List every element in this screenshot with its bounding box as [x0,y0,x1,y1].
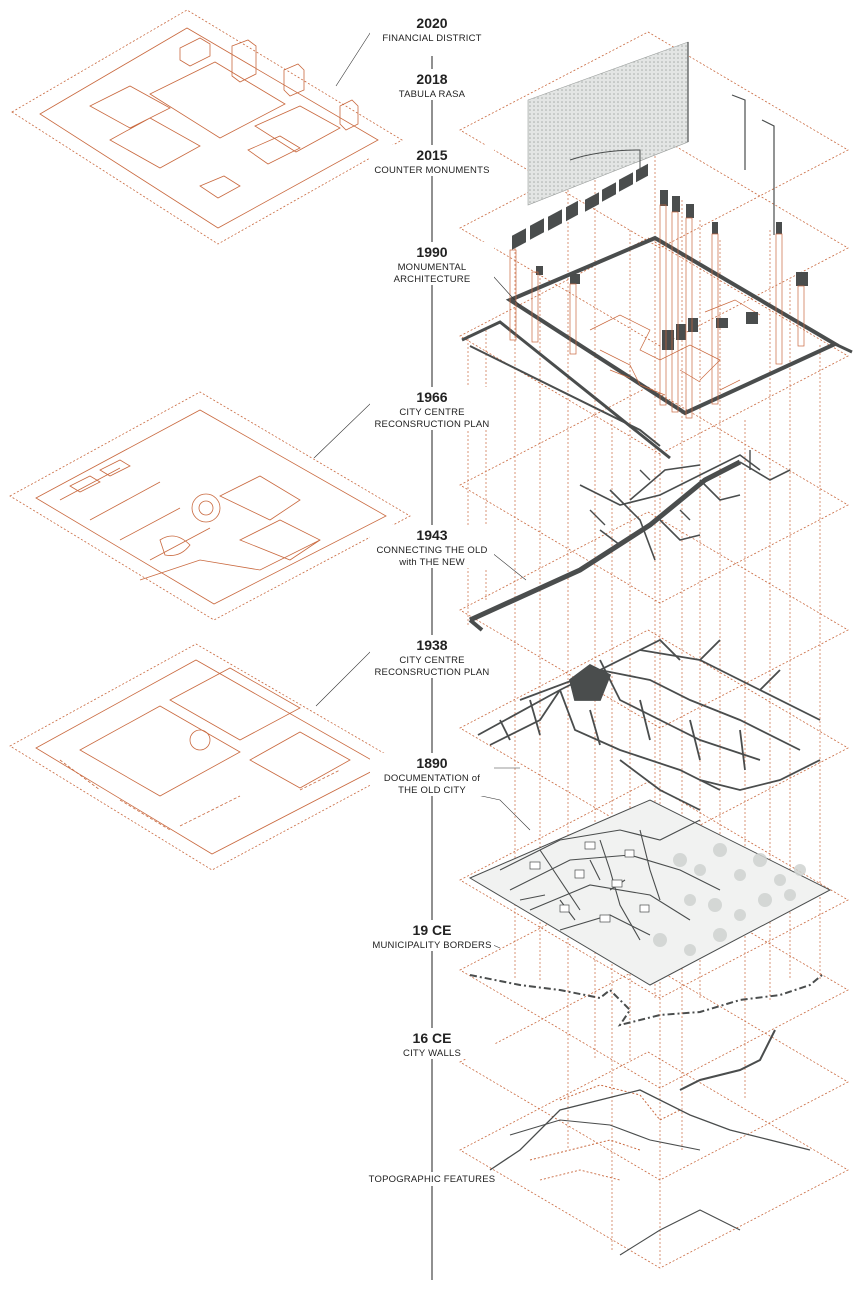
timeline-label-backdrop [370,920,494,951]
layer-plane-topography [459,1051,849,1269]
timeline-year: 1943 [416,527,447,543]
timeline-caption: CONNECTING THE OLD [376,545,487,556]
timeline-caption: FINANCIAL DISTRICT [382,33,481,44]
timeline-year: 2015 [416,147,447,163]
timeline-label-backdrop [370,753,494,796]
timeline-caption: TOPOGRAPHIC FEATURES [369,1174,496,1185]
timeline-label-backdrop [370,525,494,568]
timeline-label-backdrop [370,1028,494,1059]
layer-1943-connecting-streets [468,450,791,632]
timeline-caption: COUNTER MONUMENTS [374,165,489,176]
layer-16ce-city-walls [529,1029,776,1161]
timeline-label-backdrop [370,13,494,44]
timeline-caption: THE OLD CITY [398,785,466,796]
timeline-year: 2018 [416,71,447,87]
layer-plane-1966 [459,386,849,604]
plan-2020-financial-district [11,9,403,245]
layer-2018-tabula-rasa [527,41,775,235]
timeline-label-backdrop [370,387,494,430]
layer-plane-16ce [459,963,849,1181]
layer-2015-counter-monuments [512,163,808,286]
timeline-label-backdrop [370,145,494,176]
timeline-caption: MUNICIPALITY BORDERS [372,940,491,951]
timeline-caption: CITY CENTRE [399,655,464,666]
layer-plane-1990 [459,237,849,455]
timeline-label-backdrop [370,242,494,285]
plan-1938-reconstruction [9,643,407,871]
timeline-year: 16 CE [413,1030,452,1046]
timeline-year: 1966 [416,389,447,405]
timeline-caption: MONUMENTAL [398,262,467,273]
timeline-caption: with THE NEW [398,557,465,568]
timeline-label-backdrop [370,635,494,678]
timeline-caption: RECONSRUCTION PLAN [375,667,490,678]
layer-1890-old-city-fabric [468,799,832,986]
timeline-caption: CITY WALLS [403,1048,461,1059]
timeline-caption: TABULA RASA [399,89,466,100]
timeline-year: 19 CE [413,922,452,938]
timeline-label-backdrop [370,1172,494,1186]
timeline-year: 1890 [416,755,447,771]
timeline-label-backdrop [370,69,494,100]
timeline-caption: RECONSRUCTION PLAN [375,419,490,430]
timeline-year: 1990 [416,244,447,260]
timeline-year: 1938 [416,637,447,653]
timeline-caption: DOCUMENTATION of [384,773,480,784]
timeline-year: 2020 [416,15,447,31]
timeline-caption: CITY CENTRE [399,407,464,418]
layer-plane-1890 [459,781,849,999]
layer-1938-street-network [477,638,821,811]
layer-topographic-features [489,1089,811,1256]
timeline-caption: ARCHITECTURE [394,274,471,285]
layer-plane-2018 [459,31,849,249]
layer-1990-monumental-architecture [461,204,853,460]
layer-19ce-municipality-border [469,974,823,1027]
plan-1966-reconstruction [9,391,411,621]
layer-plane-1938 [459,629,849,847]
